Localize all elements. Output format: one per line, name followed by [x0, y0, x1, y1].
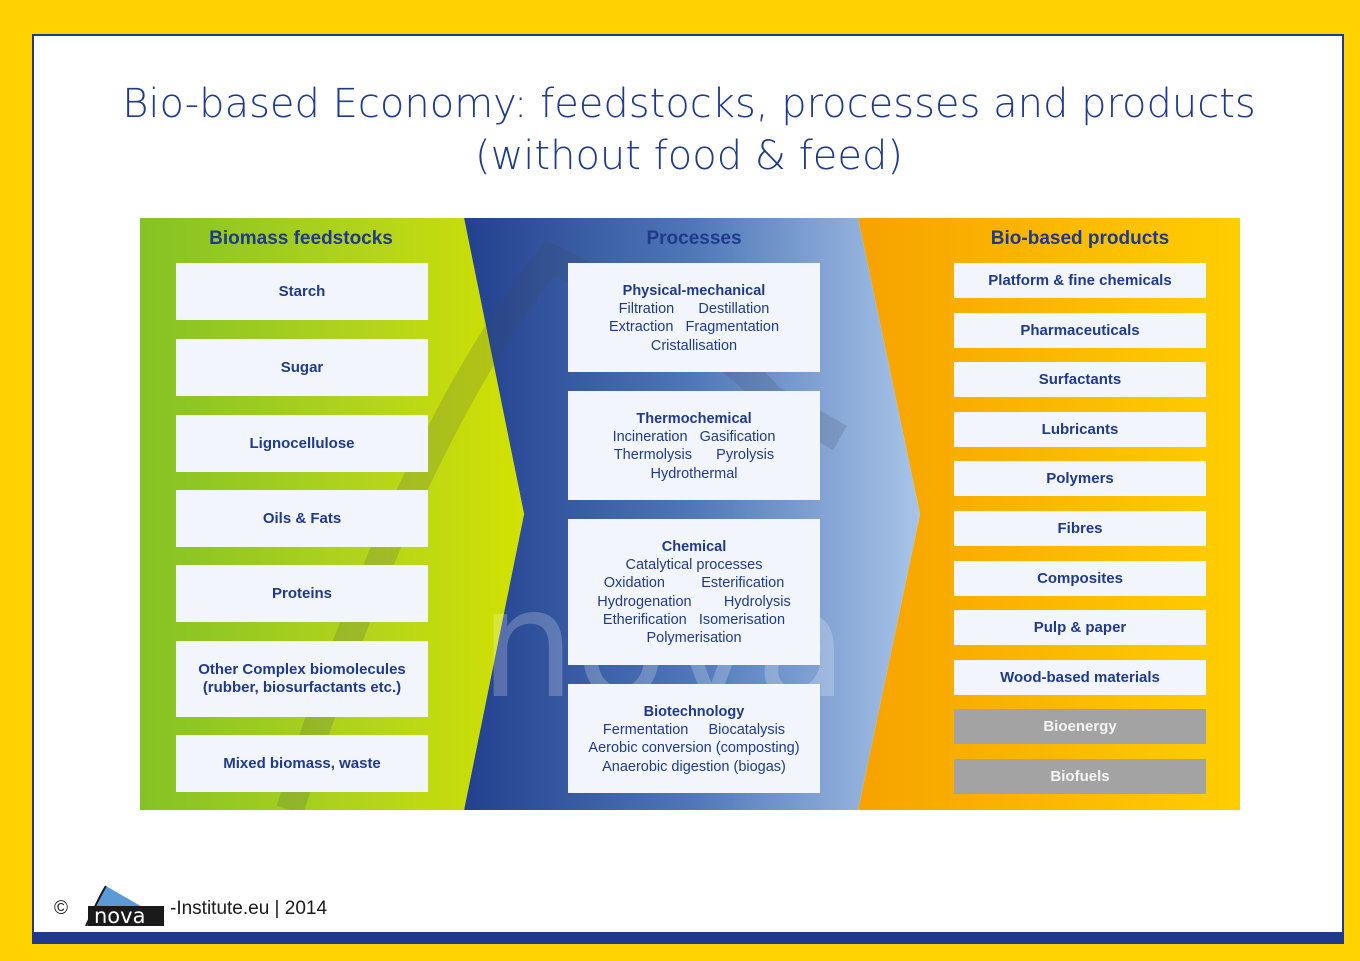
- feedstock-starch: Starch: [176, 263, 428, 320]
- process-group-name: Chemical: [661, 539, 727, 555]
- feedstocks-heading: Biomass feedstocks: [209, 228, 393, 249]
- copyright-symbol: ©: [54, 898, 68, 919]
- process-line: Hydrothermal: [650, 465, 738, 482]
- process-biotechnology: Biotechnology Fermentation Biocatalysis …: [568, 684, 820, 793]
- process-line: Hydrogenation Hydrolysis: [597, 593, 791, 610]
- nova-logo: nova: [78, 885, 168, 926]
- feedstock-complex-biomolecules: Other Complex biomolecules (rubber, bios…: [176, 641, 428, 717]
- process-line: Polymerisation: [646, 630, 742, 647]
- process-line: Cristallisation: [650, 337, 738, 354]
- process-line: Anaerobic digestion (biogas): [602, 758, 786, 775]
- value-chain-diagram: nova Biomass feedstocks Processes Bio-ba…: [140, 218, 1240, 810]
- process-physical-mechanical: Physical-mechanical Filtration Destillat…: [568, 263, 820, 372]
- feedstock-oils-fats: Oils & Fats: [176, 490, 428, 547]
- process-thermochemical: Thermochemical Incineration Gasification…: [568, 391, 820, 500]
- product-polymers: Polymers: [954, 461, 1206, 496]
- processes-heading: Processes: [646, 228, 742, 249]
- process-line: Fermentation Biocatalysis: [602, 722, 786, 739]
- product-surfactants: Surfactants: [954, 362, 1206, 397]
- process-line: Aerobic conversion (composting): [588, 740, 800, 757]
- bottom-bar: [32, 932, 1344, 944]
- footer: © nova -Institute.eu | 2014: [54, 885, 328, 926]
- product-biofuels: Biofuels: [954, 759, 1206, 794]
- feedstock-sugar: Sugar: [176, 339, 428, 396]
- feedstock-lignocellulose: Lignocellulose: [176, 415, 428, 472]
- footer-text: -Institute.eu | 2014: [170, 898, 328, 919]
- process-line: Thermolysis Pyrolysis: [613, 447, 775, 464]
- product-bioenergy: Bioenergy: [954, 709, 1206, 744]
- product-composites: Composites: [954, 561, 1206, 596]
- process-line: Oxidation Esterification: [603, 575, 785, 592]
- process-line: Incineration Gasification: [612, 429, 776, 446]
- product-lubricants: Lubricants: [954, 412, 1206, 447]
- feedstock-proteins: Proteins: [176, 565, 428, 622]
- product-pulp-paper: Pulp & paper: [954, 610, 1206, 645]
- nova-logo-icon: nova: [85, 885, 164, 926]
- product-pharmaceuticals: Pharmaceuticals: [954, 313, 1206, 348]
- feedstock-mixed-biomass: Mixed biomass, waste: [176, 735, 428, 792]
- process-line: Filtration Destillation: [618, 301, 770, 318]
- product-wood-based-materials: Wood-based materials: [954, 660, 1206, 695]
- process-line: Extraction Fragmentation: [608, 319, 780, 336]
- slide-title: Bio-based Economy: feedstocks, processes…: [34, 78, 1344, 182]
- process-group-name: Physical-mechanical: [622, 283, 766, 299]
- process-line: Catalytical processes: [625, 557, 763, 574]
- process-group-name: Biotechnology: [643, 704, 745, 720]
- title-line-1: Bio-based Economy: feedstocks, processes…: [122, 81, 1256, 127]
- process-chemical: Chemical Catalytical processes Oxidation…: [568, 519, 820, 665]
- logo-text: nova: [94, 904, 145, 926]
- title-line-2: (without food & feed): [474, 133, 904, 179]
- products-heading: Bio-based products: [990, 228, 1170, 249]
- process-group-name: Thermochemical: [636, 411, 752, 427]
- process-line: Etherification Isomerisation: [602, 611, 786, 628]
- product-platform-chemicals: Platform & fine chemicals: [954, 263, 1206, 298]
- product-fibres: Fibres: [954, 511, 1206, 546]
